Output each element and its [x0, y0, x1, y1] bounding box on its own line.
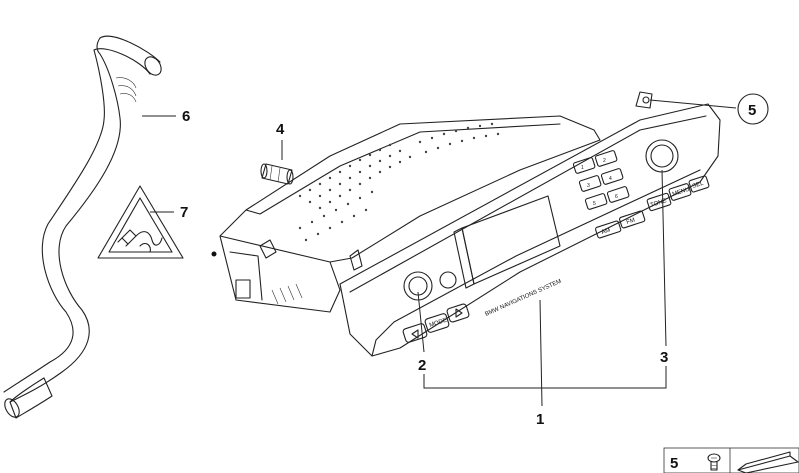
plug-icon	[117, 229, 163, 253]
leader-1	[539, 299, 543, 407]
callout-4: 4	[276, 121, 285, 138]
radio-unit-part[interactable]	[219, 91, 721, 357]
callout-3: 3	[660, 349, 668, 366]
leader-5	[649, 99, 737, 109]
callout-2: 2	[418, 357, 426, 374]
bracket-1	[423, 366, 667, 389]
screw-icon	[707, 453, 721, 471]
am-button-label: AM	[601, 227, 611, 235]
connector-marker	[211, 251, 217, 257]
preset-2-label: 2	[603, 158, 606, 164]
leader-3	[661, 169, 667, 347]
preset-1-label: 1	[581, 165, 584, 171]
callout-1: 1	[536, 411, 544, 428]
fm-button-label: FM	[626, 218, 636, 226]
callout-5-circle	[737, 93, 769, 125]
callout-7: 7	[180, 204, 188, 221]
preset-4-label: 4	[609, 176, 612, 182]
fastener-inset: 5	[663, 447, 799, 473]
leader-2	[417, 291, 425, 353]
mode-button-label: MODE	[429, 318, 448, 329]
inset-number: 5	[670, 455, 678, 472]
callout-6: 6	[182, 108, 190, 125]
sel-button-label: SEL	[692, 180, 705, 189]
preset-3-label: 3	[587, 183, 590, 189]
callout-5: 5	[748, 102, 756, 119]
system-label: BMW NAVIGATIONS SYSTEM	[484, 279, 562, 318]
heatsink-grid	[298, 122, 500, 242]
wedge-icon	[737, 451, 799, 473]
menu-button-label: MENU	[672, 187, 691, 198]
preset-6-label: 6	[615, 194, 618, 200]
antenna-cable-part[interactable]	[2, 35, 165, 419]
tone-button-label: TONE	[650, 198, 668, 209]
warning-label-part[interactable]	[97, 185, 184, 259]
bushing-part[interactable]	[260, 163, 294, 185]
preset-5-label: 5	[593, 201, 596, 207]
